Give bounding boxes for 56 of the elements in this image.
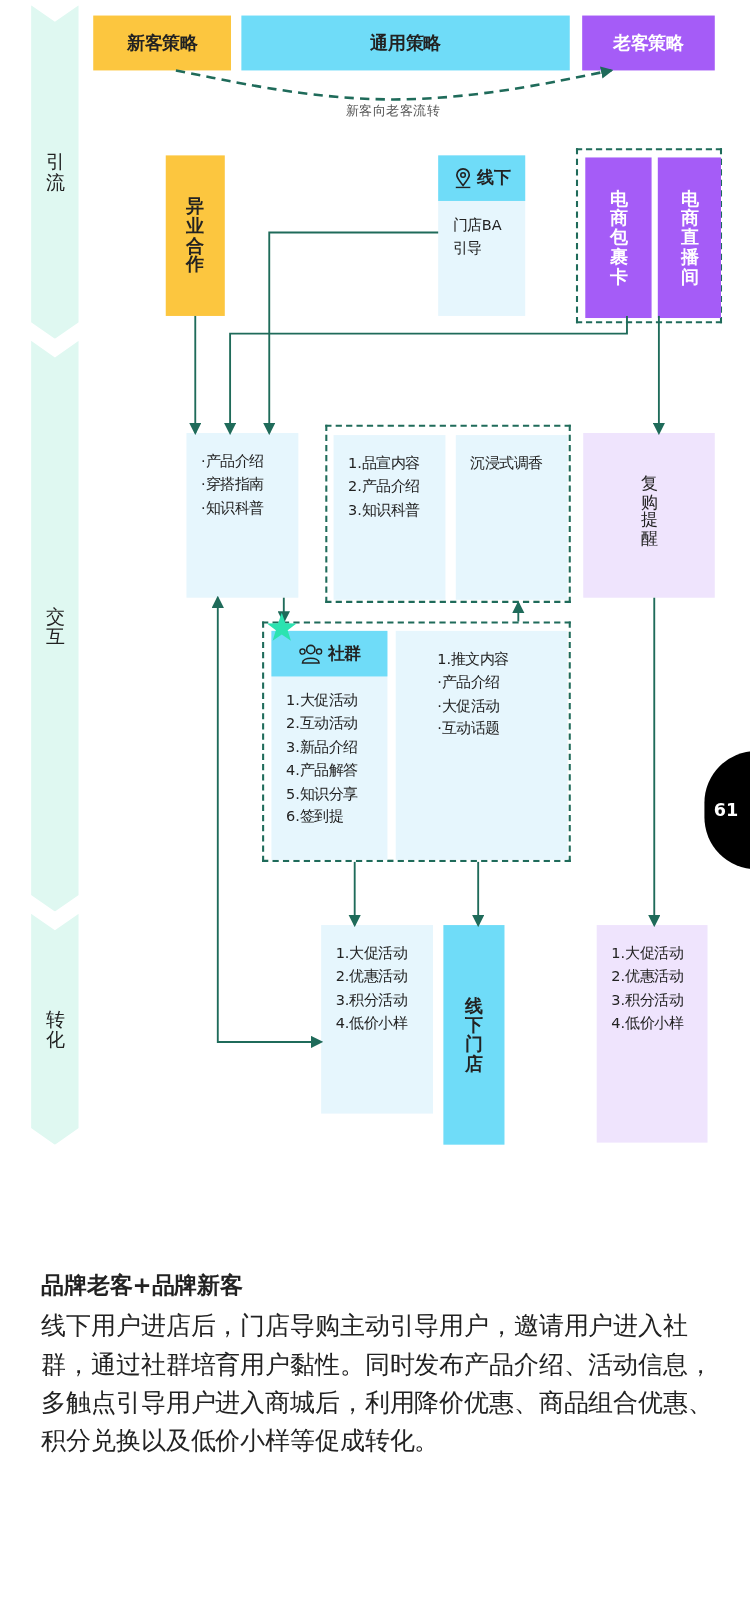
section-title: 品牌老客+品牌新客 xyxy=(41,1271,243,1300)
arrow xyxy=(175,66,614,101)
card-title: 社群 xyxy=(327,642,361,665)
channel-card xyxy=(186,433,299,598)
stage-label: 引流 xyxy=(45,151,65,193)
channel-bar xyxy=(585,157,652,318)
strategy-box xyxy=(93,15,231,71)
arrow xyxy=(263,231,440,436)
channel-card xyxy=(596,925,708,1143)
channel-bar xyxy=(657,157,721,318)
channel-card xyxy=(271,630,388,860)
arrow xyxy=(277,596,290,624)
dashed-group-frame xyxy=(325,424,571,603)
card-text: 1.大促活动 2.优惠活动 3.积分活动 4.低价小样 xyxy=(334,943,409,1033)
card-text: ·产品介绍 ·穿搭指南 ·知识科普 xyxy=(199,451,265,518)
card-text: 1.大促活动 2.互动活动 3.新品介绍 4.产品解答 5.知识分享 6.签到提 xyxy=(284,691,359,827)
arrow xyxy=(652,315,666,436)
strategy-label: 新客策略 xyxy=(126,31,198,55)
strategy-box xyxy=(582,15,715,71)
description-paragraph: 线下用户进店后，门店导购主动引导用户，邀请用户进入社群，通过社群培育用户黏性。同时发布产品介绍、活动信息，多触点引导用户进入商城后，利用降价优惠、商品组合优惠、积分兑换以及低价小样等促成转化。 xyxy=(41,1310,714,1458)
channel-card xyxy=(583,433,715,598)
channel-card xyxy=(321,925,433,1114)
channel-label: 线下门店 xyxy=(465,996,483,1074)
channel-card xyxy=(395,630,568,860)
arrow xyxy=(512,600,525,623)
card-text: 1.品宣内容 2.产品介绍 3.知识科普 xyxy=(347,453,421,520)
arrow xyxy=(348,860,361,928)
stage-label: 交互 xyxy=(45,605,65,647)
channel-card xyxy=(455,435,568,600)
card-text: 门店BA 引导 xyxy=(451,215,503,259)
card-text: 复购提醒 xyxy=(640,474,658,550)
channel-card xyxy=(438,155,526,316)
page-number: 61 xyxy=(713,799,739,821)
strategy-label: 老客策略 xyxy=(613,31,684,55)
card-text: 沉浸式调香 xyxy=(469,453,544,474)
arrow xyxy=(648,596,661,928)
arrow xyxy=(211,595,324,1049)
strategy-label: 通用策略 xyxy=(370,31,441,55)
strategy-box xyxy=(241,15,570,71)
stage-band xyxy=(31,913,79,1145)
card-text: 1.大促活动 2.优惠活动 3.积分活动 4.低价小样 xyxy=(610,943,685,1033)
dashed-group-frame xyxy=(575,148,723,324)
channel-bar xyxy=(443,925,505,1145)
channel-label: 异业合作 xyxy=(186,196,205,275)
channel-bar xyxy=(165,155,225,316)
channel-card xyxy=(333,435,446,600)
stage-band xyxy=(31,5,79,339)
arrow xyxy=(223,315,628,436)
card-title: 线下 xyxy=(477,167,511,189)
arrow xyxy=(471,860,485,928)
dashed-group-frame xyxy=(262,621,571,862)
stage-label: 转化 xyxy=(45,1008,65,1050)
channel-label: 电商包裹卡 xyxy=(609,189,628,287)
channel-label: 电商直播间 xyxy=(680,189,699,287)
arrow xyxy=(189,315,202,436)
card-text: 1.推文内容 ·产品介绍 ·大促活动 ·互动话题 xyxy=(436,649,510,739)
